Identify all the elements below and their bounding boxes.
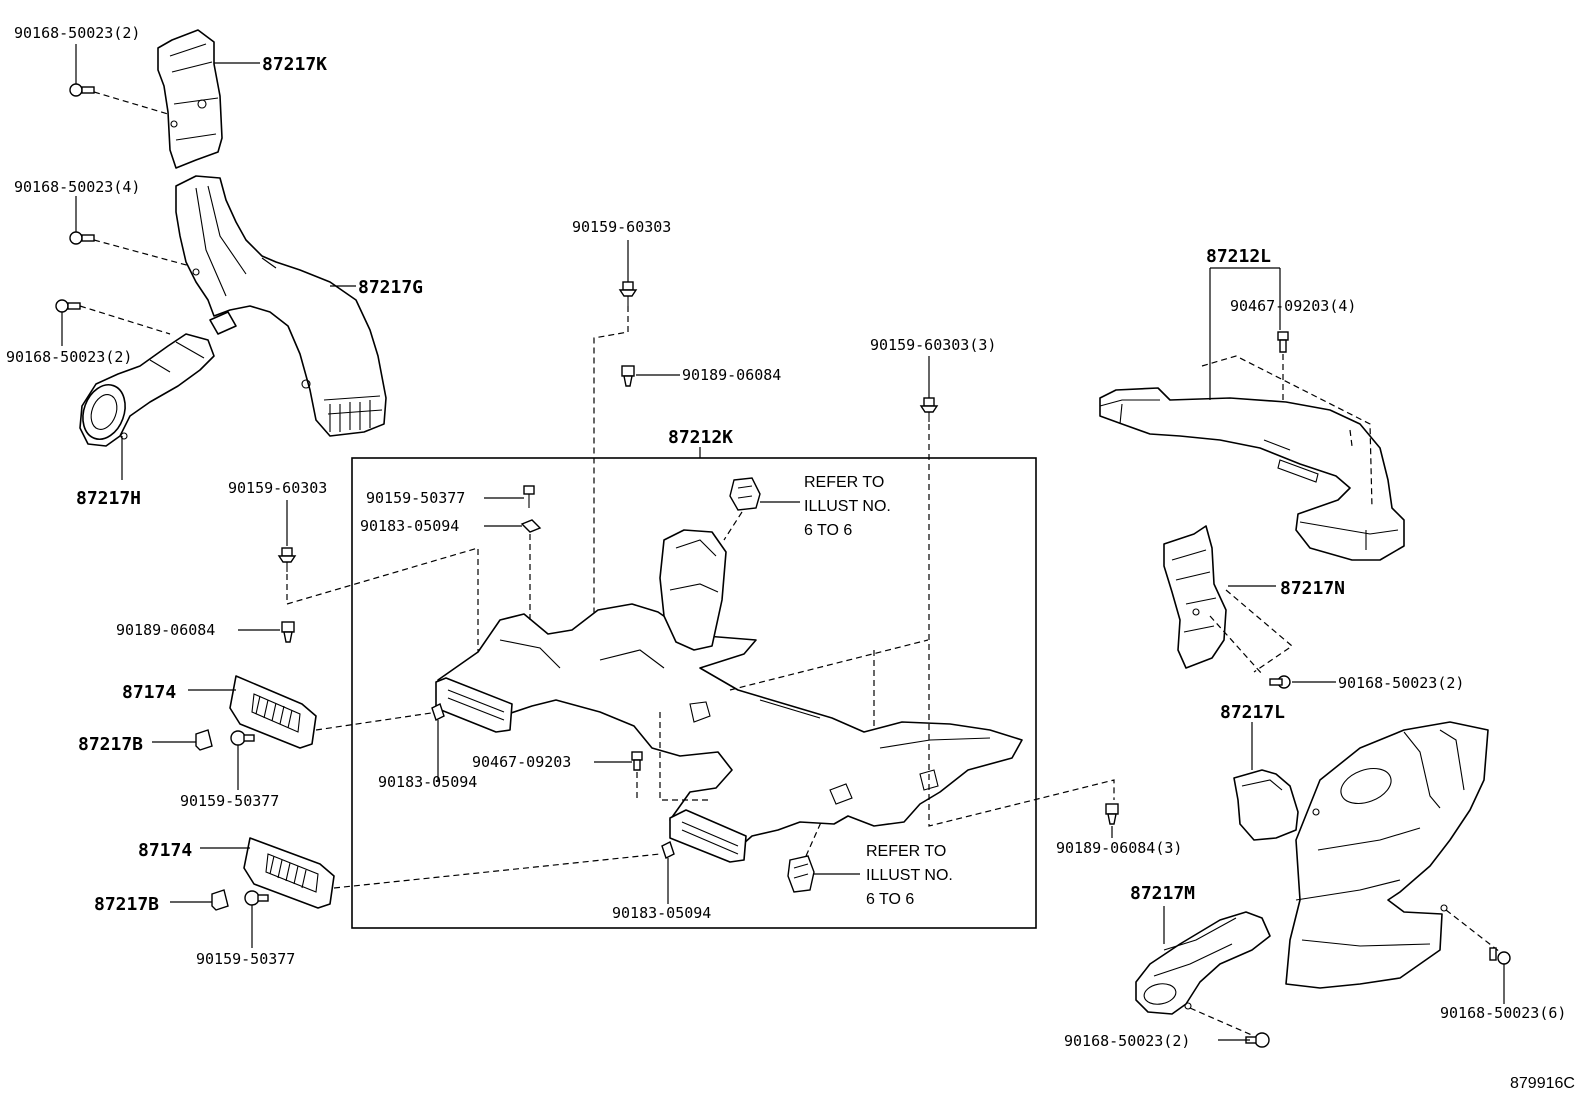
label-screw-60303-3: 90159-60303(3) [870,336,996,354]
label-87217B-a: 87217B [78,734,143,755]
label-nut-05094-bottom: 90183-05094 [612,904,711,922]
duct-87212L [1099,387,1405,561]
grille-87174-a [229,675,317,749]
cap-87217B-b [211,889,229,911]
refer-top-line1: REFER TO [804,474,884,491]
label-87174-a: 87174 [122,682,176,703]
label-clip-09203-4: 90467-09203(4) [1230,297,1356,315]
label-screw-50377-b: 90159-50377 [196,950,295,968]
label-87217L: 87217L [1220,702,1285,723]
bolt-k-4 [69,231,95,245]
clip-90183-05094-bottom-in [661,841,675,859]
label-k-bolt4: 90168-50023(4) [14,178,140,196]
refer-top-line2: ILLUST NO. [804,498,891,515]
refer-top-line3: 6 TO 6 [804,522,852,539]
screw-90159-50377-a [230,730,255,746]
clip-90189-06084-top [621,365,635,387]
label-87174-b: 87174 [138,840,192,861]
label-clip-09203-mid: 90467-09203 [472,753,571,771]
label-top-screw: 90159-60303 [572,218,671,236]
label-87217M: 87217M [1130,883,1195,904]
diagram-code: 879916C [1510,1075,1575,1092]
label-87212K: 87212K [668,427,733,448]
bolt-h-2 [55,299,81,313]
main-duct-assembly [435,529,1023,863]
label-left-screw: 90159-60303 [228,479,327,497]
assembly-box-87212K [351,457,1037,929]
cap-87217B-a [195,729,213,751]
label-87217B-b: 87217B [94,894,159,915]
label-nut-05094-in: 90183-05094 [360,517,459,535]
duct-87217L [1233,721,1489,989]
connector-refer-top [729,477,761,511]
refer-bottom-line1: REFER TO [866,843,946,860]
clip-90189-06084-3 [1105,803,1119,825]
label-87217H: 87217H [76,488,141,509]
duct-87217G [175,175,387,437]
nut-90183-05094-in [520,519,542,533]
bolt-m-2 [1245,1032,1270,1048]
label-87217N: 87217N [1280,578,1345,599]
bolt-n-2 [1269,675,1291,689]
screw-90159-50377-in [523,485,535,508]
screw-90159-60303-3 [919,397,939,422]
label-m-bolt2: 90168-50023(2) [1064,1032,1190,1050]
label-screw-50377-in: 90159-50377 [366,489,465,507]
label-screw-50377-a: 90159-50377 [180,792,279,810]
screw-90159-50377-b [244,890,269,906]
bolt-m-6 [1489,947,1511,965]
bolt-k-2 [69,83,95,97]
clip-90467-09203-4 [1277,331,1289,353]
refer-bottom-line3: 6 TO 6 [866,891,914,908]
label-87217K: 87217K [262,54,327,75]
screw-90159-60303-left [277,547,297,572]
clip-90183-05094-left-in [431,703,445,721]
duct-87217H [79,333,215,447]
label-n-bolt2: 90168-50023(2) [1338,674,1464,692]
label-m-bolt6: 90168-50023(6) [1440,1004,1566,1022]
clip-90467-09203-mid [631,751,643,771]
label-left-clip: 90189-06084 [116,621,215,639]
connector-refer-bottom [787,855,815,893]
label-nut-05094-left: 90183-05094 [378,773,477,791]
duct-87217N [1163,525,1227,669]
label-top-clip: 90189-06084 [682,366,781,384]
label-87212L: 87212L [1206,246,1271,267]
screw-90159-60303-top [618,281,638,306]
label-87217G: 87217G [358,277,423,298]
grille-87174-b [243,837,335,909]
duct-87217M [1135,911,1271,1015]
label-k-bolt2: 90168-50023(2) [14,24,140,42]
clip-90189-06084-left [281,621,295,643]
label-h-bolt2: 90168-50023(2) [6,348,132,366]
label-clip-06084-3: 90189-06084(3) [1056,839,1182,857]
refer-bottom-line2: ILLUST NO. [866,867,953,884]
duct-87217K [157,29,223,169]
